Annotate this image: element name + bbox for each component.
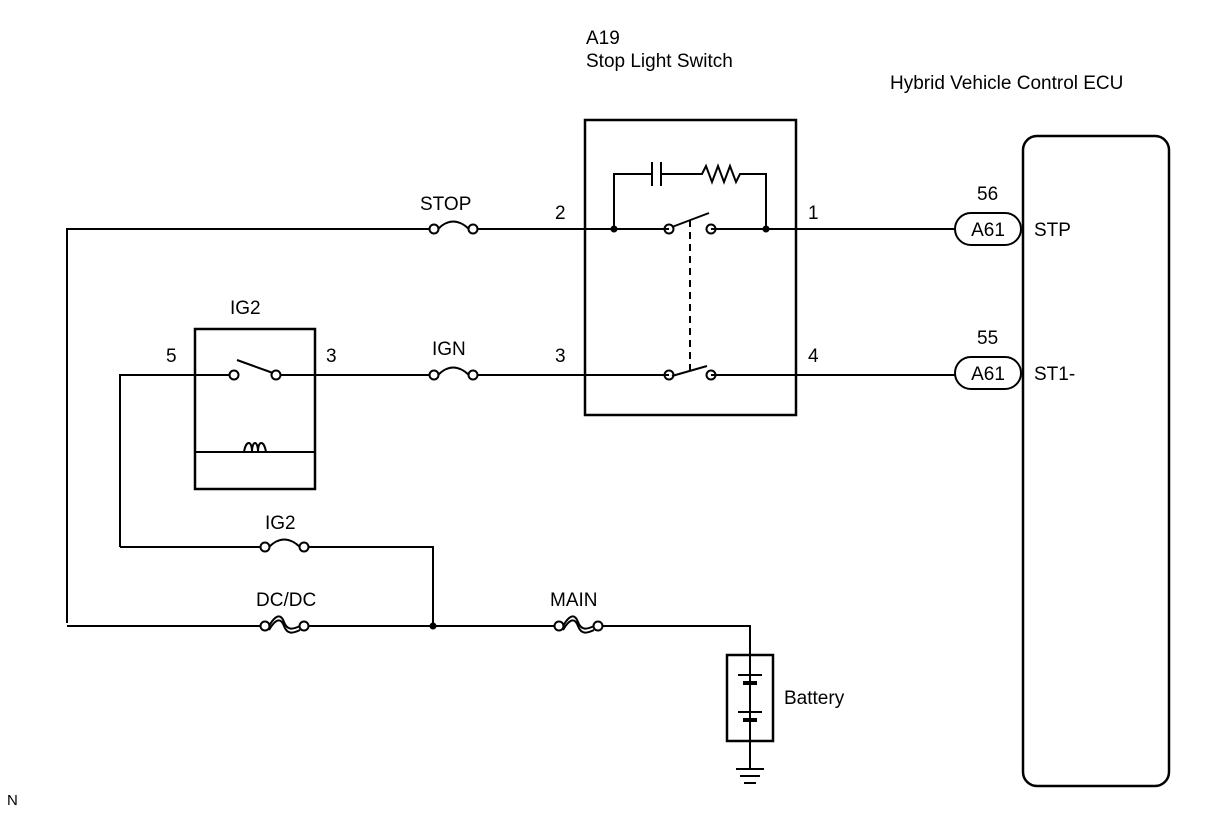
fuse-ign-label: IGN <box>432 339 466 360</box>
corner-mark: N <box>7 792 18 809</box>
switch-pin-1: 1 <box>808 203 819 224</box>
battery-label: Battery <box>784 688 845 709</box>
relay-pin-3: 3 <box>326 346 337 367</box>
ecu-name-label: Hybrid Vehicle Control ECU <box>890 73 1123 94</box>
fuse-ign <box>428 366 479 381</box>
fuse-stop <box>428 220 479 235</box>
fuse-ig2-label: IG2 <box>265 513 296 534</box>
ecu-box <box>1021 134 1171 788</box>
junction-dot <box>429 622 437 630</box>
battery-icon <box>738 655 762 741</box>
fuse-dcdc-label: DC/DC <box>256 590 316 611</box>
wire-ig2-relay-in <box>119 374 231 547</box>
relay-contact <box>228 359 282 381</box>
ecu-signal-stp: STP <box>1034 220 1071 241</box>
connector-pin-55: 55 <box>977 328 998 349</box>
stop-light-switch-bypass <box>613 162 767 229</box>
relay-name-label: IG2 <box>230 298 261 319</box>
switch-id-label: A19 <box>586 28 620 49</box>
switch-name-label: Stop Light Switch <box>586 51 733 72</box>
fuse-stop-label: STOP <box>420 194 471 215</box>
wire-ig2-fuse-right <box>306 546 434 626</box>
junction-dot <box>610 225 618 233</box>
stop-light-switch-box <box>583 118 798 417</box>
switch-pin-2: 2 <box>555 203 566 224</box>
switch-pin-3: 3 <box>555 346 566 367</box>
fuse-main <box>553 615 604 634</box>
ecu-signal-st1: ST1- <box>1034 364 1075 385</box>
fuse-dcdc <box>259 615 310 634</box>
wire-main-to-battery <box>600 625 751 655</box>
relay-pin-5: 5 <box>166 346 177 367</box>
connector-a61-lower <box>954 356 1022 390</box>
ig2-relay-box <box>193 327 317 491</box>
relay-coil-icon <box>243 442 267 453</box>
connector-a61-upper <box>954 212 1022 246</box>
connector-code-upper: A61 <box>971 220 1005 241</box>
wire-stop-left <box>66 228 431 623</box>
fuse-ig2 <box>259 538 310 553</box>
fuse-main-label: MAIN <box>550 590 598 611</box>
ground-icon <box>736 741 764 784</box>
switch-pin-4: 4 <box>808 346 819 367</box>
junction-dot <box>762 225 770 233</box>
connector-pin-56: 56 <box>977 184 998 205</box>
connector-code-lower: A61 <box>971 364 1005 385</box>
